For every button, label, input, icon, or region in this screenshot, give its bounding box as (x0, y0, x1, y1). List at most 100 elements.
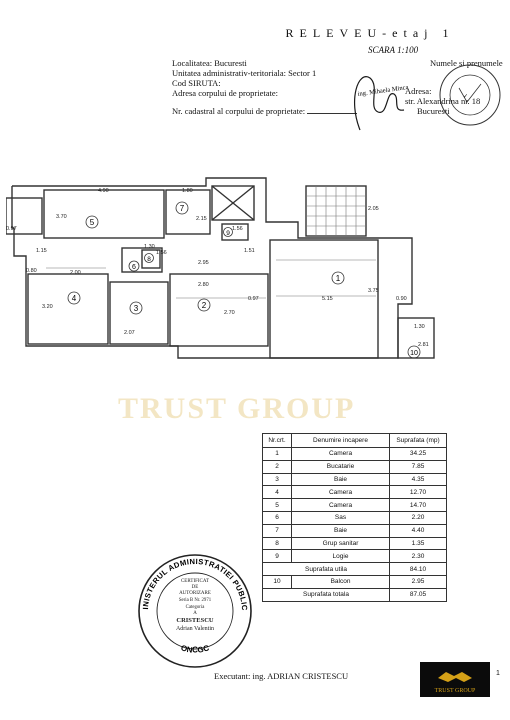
stamp-line-7: CRISTESCU (176, 617, 214, 624)
cell-area: 2.30 (389, 549, 447, 564)
cell-nr: 4 (262, 485, 292, 500)
cell-area: 34.25 (389, 447, 447, 461)
cell-name: Camera (291, 447, 390, 461)
balcony-row: 10 Balcon 2.95 (262, 574, 447, 589)
stamp-line-8: Adrian Valentin (176, 626, 214, 632)
dim-label: 1.80 (182, 188, 193, 194)
room-9-marker (223, 227, 233, 237)
cell-nr: 9 (262, 549, 292, 564)
cell-nr: 2 (262, 459, 292, 474)
room-4-number: 4 (72, 294, 77, 303)
handshake-icon: TRUST GROUP (435, 672, 476, 694)
cell-area: 1.35 (389, 536, 447, 551)
cell-name: Grup sanitar (291, 536, 390, 551)
room-1-marker (331, 271, 345, 285)
cell-name: Bucatarie (291, 459, 390, 474)
table-row: 5 Camera 14.70 (262, 498, 447, 512)
dim-label: 1.30 (414, 324, 425, 330)
round-stamp-small: ✓ (439, 64, 501, 126)
room-8-marker (144, 253, 154, 263)
cell-nr: 1 (262, 447, 292, 461)
cell-nr: 5 (262, 498, 292, 512)
owner-street: str. Alexandrina nr. 18 (405, 96, 481, 106)
dim-label: 1.56 (232, 226, 243, 232)
cell-nr: 7 (262, 523, 292, 538)
logo-text: TRUST GROUP (435, 688, 476, 694)
stamp-ring-bottom: ONCGC (180, 643, 211, 654)
cell-area: 14.70 (389, 498, 447, 512)
cell-nr: 6 (262, 510, 292, 525)
svg-text:ONCGC: ONCGC (180, 643, 211, 654)
dim-label: 2.07 (124, 330, 135, 336)
dim-label: 1.56 (156, 250, 167, 256)
dim-label: 5.15 (322, 296, 333, 302)
dim-label: 3.75 (368, 288, 379, 294)
room-9-number: 9 (226, 230, 230, 237)
dim-label: 3.70 (56, 214, 67, 220)
dim-label: 2.80 (198, 282, 209, 288)
subtotal-area: 84.10 (389, 562, 447, 576)
trust-group-logo: TRUST GROUP (420, 662, 490, 697)
dim-label: 2.95 (198, 260, 209, 266)
table-row: 6 Sas 2.20 (262, 510, 447, 525)
table-row: 8 Grup sanitar 1.35 (262, 536, 447, 551)
dim-label: 3.20 (42, 304, 53, 310)
siruta-line: Cod SIRUTA: (172, 78, 221, 88)
room-4-marker (67, 291, 81, 305)
dim-label: 0.90 (396, 296, 407, 302)
dim-label: 2.81 (418, 342, 429, 348)
cell-area: 12.70 (389, 485, 447, 500)
total-area: 87.05 (389, 587, 447, 602)
room-5-number: 5 (90, 218, 95, 227)
executant-line: Executant: ing. ADRIAN CRISTESCU (214, 671, 349, 681)
room-3-number: 3 (134, 304, 139, 313)
table-row: 2 Bucatarie 7.85 (262, 459, 447, 474)
cell-name: Balcon (291, 574, 390, 589)
page-number: 1 (496, 670, 500, 677)
admin-unit-line: Unitatea administrativ-teritoriala: Sect… (172, 68, 317, 78)
dim-label: 2.15 (196, 216, 207, 222)
authorization-stamp: MINISTERUL ADMINISTRATIEI PUBLICE ONCGC … (134, 550, 252, 668)
col-header-nr: Nr.crt. (262, 433, 292, 448)
cell-name: Sas (291, 510, 390, 525)
dim-label: 1.15 (36, 248, 47, 254)
document-title: RELEVEU-etaj 1 (285, 26, 455, 40)
subtotal-label: Suprafata utila (262, 562, 390, 576)
room-7-marker (175, 201, 189, 215)
stamp-line-3: AUTORIZARE (179, 591, 211, 596)
room-area-table: Nr.crt. Denumire incapere Suprafata (mp)… (262, 433, 447, 602)
dim-label: 1.51 (244, 248, 255, 254)
col-header-area: Suprafata (mp) (389, 433, 447, 448)
cell-area: 2.95 (389, 574, 447, 589)
cell-area: 4.35 (389, 472, 447, 487)
svg-text:✓: ✓ (463, 94, 468, 100)
cell-name: Baie (291, 472, 390, 487)
dim-label: 2.70 (224, 310, 235, 316)
owner-address-label: Adresa: (405, 86, 432, 96)
header-info-left: Localitatea: Bucuresti Unitatea administ… (172, 58, 316, 98)
room-6-marker (128, 260, 140, 272)
address-line: Adresa corpului de proprietate: (172, 88, 278, 98)
scale-label: SCARA 1:100 (368, 45, 419, 55)
dim-label: 0.97 (248, 296, 259, 302)
dim-label: 0.80 (26, 268, 37, 274)
owner-name-label: Numele si prenumele (430, 58, 503, 68)
watermark: TRUST GROUP (118, 392, 356, 425)
table-row: 3 Baie 4.35 (262, 472, 447, 487)
table-row: 7 Baie 4.40 (262, 523, 447, 538)
locality-line: Localitatea: Bucuresti (172, 58, 247, 68)
subtotal-row: Suprafata utila 84.10 (262, 562, 447, 576)
cell-name: Logie (291, 549, 390, 564)
room-5-marker (85, 215, 99, 229)
col-header-name: Denumire incapere (291, 433, 390, 448)
stamp-line-1: CERTIFICAT (181, 579, 209, 584)
stamp-line-5: Categoria (186, 605, 206, 610)
cell-nr: 3 (262, 472, 292, 487)
table-row: 1 Camera 34.25 (262, 447, 447, 461)
table-header-row: Nr.crt. Denumire incapere Suprafata (mp) (262, 433, 447, 448)
owner-city: Bucuresti (417, 106, 450, 116)
room-8-number: 8 (147, 256, 151, 263)
signature-mark: ing. Mihaela Minca (353, 76, 408, 131)
table-row: 4 Camera 12.70 (262, 485, 447, 500)
room-10-number: 10 (410, 350, 418, 357)
